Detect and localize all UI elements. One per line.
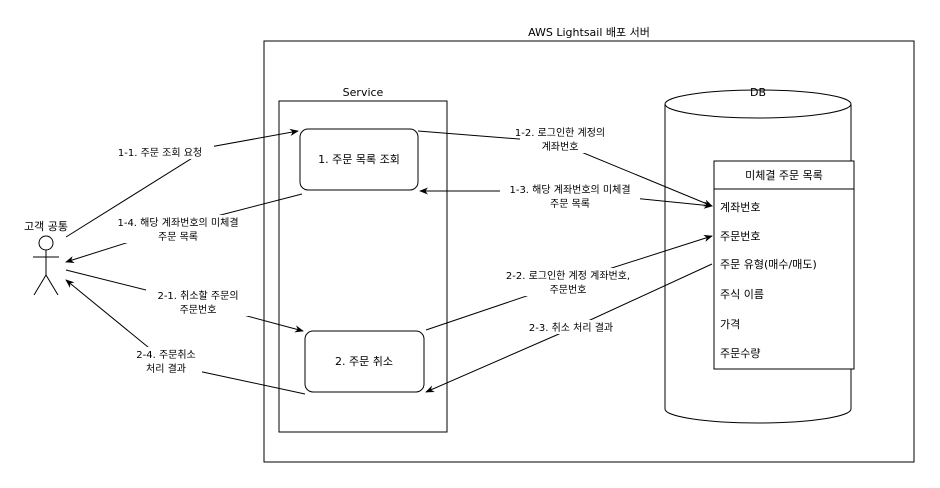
db-title: DB xyxy=(750,86,766,99)
svg-text:2-3. 취소 처리 결과: 2-3. 취소 처리 결과 xyxy=(529,322,613,334)
svg-text:주문번호: 주문번호 xyxy=(550,284,587,296)
edge-label-2-4: 2-4. 주문취소 처리 결과 xyxy=(130,347,202,375)
svg-text:처리 결과: 처리 결과 xyxy=(146,363,186,375)
db-field: 주문수량 xyxy=(720,347,760,360)
edge-label-1-2: 1-2. 로그인한 계정의 계좌번호 xyxy=(515,125,605,153)
svg-text:1-2. 로그인한 계정의: 1-2. 로그인한 계정의 xyxy=(515,127,605,139)
edge-label-1-3: 1-3. 해당 계좌번호의 미체결 주문 목록 xyxy=(500,182,640,210)
svg-text:계좌번호: 계좌번호 xyxy=(542,141,579,153)
edge-label-1-4: 1-4. 해당 계좌번호의 미체결 주문 목록 xyxy=(108,215,248,243)
db-table-title: 미체결 주문 목록 xyxy=(745,169,823,182)
db-field: 계좌번호 xyxy=(720,201,760,214)
svg-text:주문 목록: 주문 목록 xyxy=(158,231,198,243)
db-field: 주식 이름 xyxy=(720,288,764,301)
svg-text:2-2. 로그인한 계정 계좌번호,: 2-2. 로그인한 계정 계좌번호, xyxy=(506,270,630,282)
actor-figure xyxy=(33,235,59,296)
server-title: AWS Lightsail 배포 서버 xyxy=(528,26,650,39)
svg-text:1-3. 해당 계좌번호의 미체결: 1-3. 해당 계좌번호의 미체결 xyxy=(509,183,630,196)
edge-label-2-3: 2-3. 취소 처리 결과 xyxy=(520,320,622,334)
actor-label: 고객 공통 xyxy=(24,220,68,233)
edge-label-2-1: 2-1. 취소할 주문의 주문번호 xyxy=(146,288,250,316)
svg-text:주문 목록: 주문 목록 xyxy=(550,198,590,210)
db-field: 주문번호 xyxy=(720,230,760,243)
order-list-node xyxy=(299,128,419,191)
edge-label-1-1: 1-1. 주문 조회 요청 xyxy=(106,145,214,159)
svg-text:1-1. 주문 조회 요청: 1-1. 주문 조회 요청 xyxy=(118,147,202,159)
cancel-node-label: 2. 주문 취소 xyxy=(335,355,393,368)
db-field: 주문 유형(매수/매도) xyxy=(720,258,817,271)
service-title: Service xyxy=(343,86,384,99)
svg-text:2-1. 취소할 주문의: 2-1. 취소할 주문의 xyxy=(157,290,238,302)
db-table xyxy=(713,160,855,370)
db-field: 가격 xyxy=(720,318,740,331)
svg-text:2-4. 주문취소: 2-4. 주문취소 xyxy=(136,349,196,361)
order-list-node-label: 1. 주문 목록 조회 xyxy=(318,153,400,166)
edge-label-2-2: 2-2. 로그인한 계정 계좌번호, 주문번호 xyxy=(498,268,638,296)
cancel-node xyxy=(304,330,425,393)
svg-text:주문번호: 주문번호 xyxy=(180,304,217,316)
svg-text:1-4. 해당 계좌번호의 미체결: 1-4. 해당 계좌번호의 미체결 xyxy=(117,216,238,229)
